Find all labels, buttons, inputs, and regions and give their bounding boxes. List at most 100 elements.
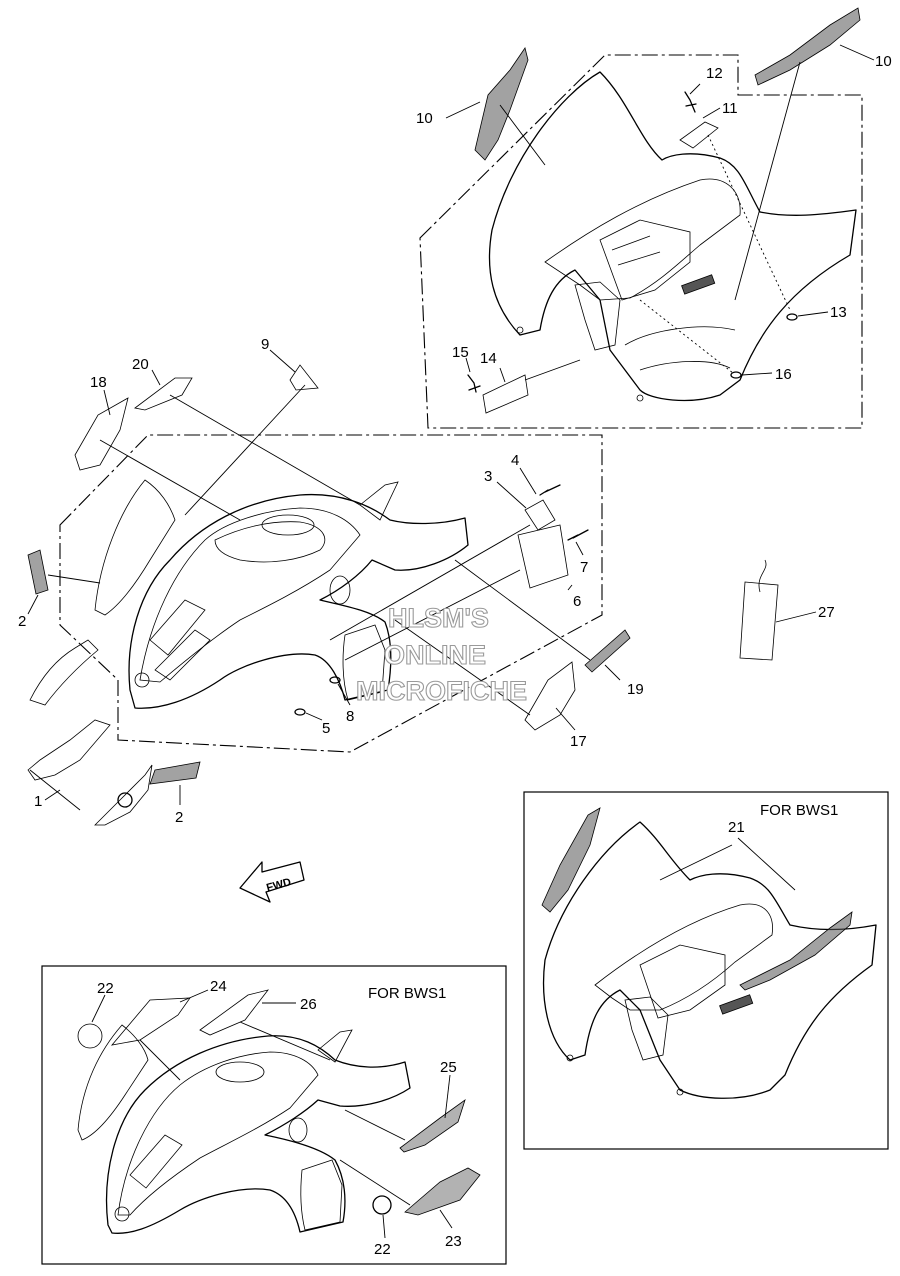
rear-fender-tail-box	[574, 281, 621, 351]
rear-fender-seat-well	[544, 178, 741, 301]
leader-27	[775, 611, 817, 623]
grommet-16	[730, 371, 742, 379]
bws1-rear-box	[523, 791, 889, 1150]
leader-3	[496, 481, 527, 509]
emblem-2-lower	[149, 761, 201, 785]
leader-11	[702, 107, 721, 119]
leader-14	[499, 367, 506, 383]
leader-19	[604, 664, 621, 681]
bws1-front-upper-flap	[77, 1024, 149, 1141]
callout-23: 23	[445, 1233, 462, 1250]
front-fender-dash-boundary	[59, 434, 603, 753]
callout-12: 12	[706, 65, 723, 82]
leader-16	[741, 372, 773, 376]
bws1-front-vent	[129, 1134, 183, 1189]
decal-9	[289, 364, 319, 391]
decal-23	[404, 1167, 481, 1216]
leader-6	[567, 584, 573, 591]
grommet-13	[786, 313, 798, 321]
decal-1-side	[94, 764, 153, 826]
leader-2-upper-to-part	[47, 574, 101, 584]
leader-10-left-to-part	[499, 104, 546, 166]
rear-fender	[488, 71, 857, 402]
front-fender-group	[27, 349, 631, 826]
decal-25	[399, 1098, 466, 1153]
leader-9	[269, 349, 296, 373]
bws1-rear-caption: FOR BWS1	[760, 802, 838, 819]
front-fender-vent	[149, 599, 211, 681]
plate-3	[524, 499, 556, 531]
bws1-rear-graphic-left	[541, 807, 601, 913]
leader-15	[465, 357, 471, 373]
fwd-arrow-outline	[239, 861, 305, 903]
callout-22-upper: 22	[97, 980, 114, 997]
leader-17	[555, 707, 576, 731]
plate-6	[517, 524, 569, 589]
callout-6: 6	[573, 593, 581, 610]
leader-19-to-fender	[454, 559, 591, 661]
callout-11: 11	[722, 100, 738, 117]
callout-3: 3	[484, 468, 492, 485]
bws1-rear-bolt-hole	[566, 1054, 574, 1062]
rear-fender-bolt-hole	[636, 394, 644, 402]
watermark-line-1: HLSM'S	[388, 603, 489, 633]
front-fender-bracket	[359, 481, 399, 521]
leader-20	[151, 369, 161, 386]
tag-string	[758, 559, 767, 593]
leader-18-to-fender	[99, 439, 241, 521]
callout-21: 21	[728, 819, 745, 836]
leader-10-left	[445, 101, 481, 119]
callout-15: 15	[452, 344, 469, 361]
bws1-front-badge-mount	[114, 1206, 130, 1222]
watermark: HLSM'S ONLINE MICROFICHE	[355, 602, 527, 706]
leader-6-to-fender	[344, 569, 521, 661]
leader-10-right	[839, 44, 875, 61]
bws1-rear-graphic-right	[739, 911, 853, 991]
bws1-front-light-opening	[215, 1061, 265, 1083]
leader-18	[103, 389, 111, 416]
callout-22-lower: 22	[374, 1241, 391, 1258]
callout-2-lower: 2	[175, 809, 183, 826]
callout-8: 8	[346, 708, 354, 725]
callout-24: 24	[210, 978, 227, 995]
bws1-front-bracket	[317, 1029, 353, 1063]
leader-21-to-fender	[659, 844, 733, 881]
decal-18	[74, 397, 129, 471]
callout-27: 27	[818, 604, 835, 621]
rear-fender-lower-skirt	[624, 326, 736, 371]
rear-fender-reflector	[681, 274, 716, 295]
bws1-front-variant: FOR BWS1	[41, 965, 507, 1265]
leader-21	[737, 837, 796, 891]
leader-2-upper	[27, 594, 39, 615]
emblem-22-upper	[77, 1023, 103, 1049]
rear-fender-bolt-hole	[516, 326, 524, 334]
leader-22-upper	[91, 994, 106, 1023]
front-fender-upper-flap	[94, 479, 176, 616]
bws1-rear-variant: FOR BWS1	[523, 791, 889, 1150]
callout-16: 16	[775, 366, 792, 383]
leader-26-to-fender	[239, 1021, 331, 1061]
bws1-rear-reflector	[719, 994, 754, 1015]
rear-fender-group	[419, 7, 875, 429]
leader-17-to-fender	[394, 619, 531, 716]
callout-2-upper: 2	[18, 613, 26, 630]
leader-1-to-panel	[29, 769, 81, 811]
front-fender-oval-opening	[329, 575, 351, 605]
leader-25-to-fender	[344, 1109, 406, 1141]
callout-13: 13	[830, 304, 847, 321]
watermark-line-2: ONLINE	[384, 640, 486, 670]
fwd-arrow-label: FWD	[265, 876, 292, 894]
callout-10-left: 10	[416, 110, 433, 127]
bws1-rear-tail-box	[624, 996, 669, 1061]
callout-26: 26	[300, 996, 317, 1013]
callout-numbers: 1 2 2 3 4 5 6 7 8 9 10 10 11 12 13 14 15…	[18, 53, 892, 1258]
leader-4	[519, 467, 537, 495]
emblem-2-upper	[27, 549, 49, 595]
callout-5: 5	[322, 720, 330, 737]
fwd-arrow: FWD	[239, 861, 305, 903]
bws1-rear-bolt-hole	[676, 1088, 684, 1096]
callout-18: 18	[90, 374, 107, 391]
callout-14: 14	[480, 350, 497, 367]
leader-3-to-fender	[329, 524, 531, 641]
